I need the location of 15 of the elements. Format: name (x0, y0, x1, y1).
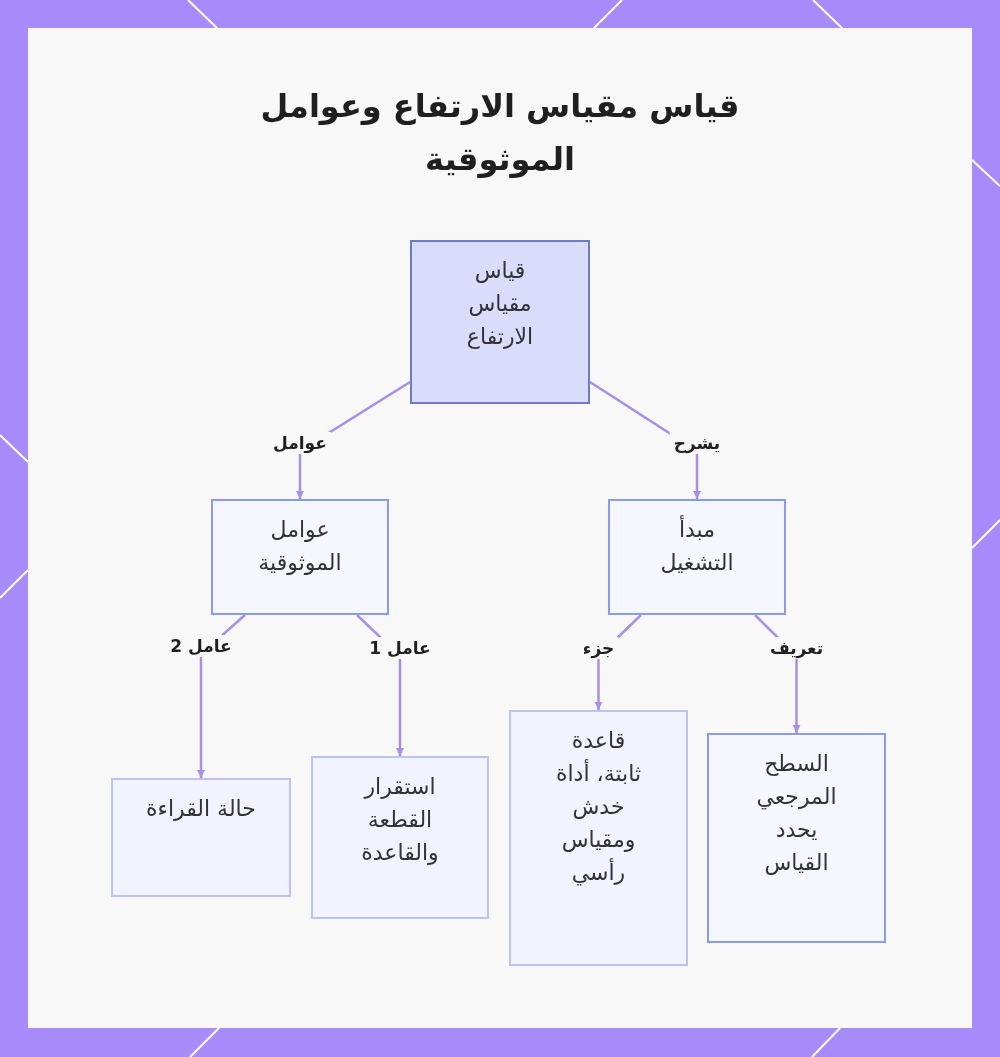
process-box (608, 499, 786, 615)
node-text: عوامل الموثوقية (257, 516, 343, 577)
process-box (707, 733, 886, 943)
process-box (211, 499, 389, 615)
process-box (111, 778, 291, 897)
node-text: قاعدة ثابتة، أداة خدش ومقياس رأسي (555, 727, 642, 888)
process-box (509, 710, 688, 966)
node-text: مبدأ التشغيل (659, 514, 735, 577)
node-text: حالة القراءة (146, 795, 256, 823)
process-box (410, 240, 590, 404)
process-box (311, 756, 489, 919)
node-text: استقرار القطعة والقاعدة (360, 773, 440, 867)
diagram-title: قياس مقياس الارتفاع وعوامل الموثوقية (259, 86, 741, 180)
node-text: قياس مقياس الارتفاع (465, 257, 535, 351)
node-text: السطح المرجعي يحدد القياس (755, 750, 838, 877)
